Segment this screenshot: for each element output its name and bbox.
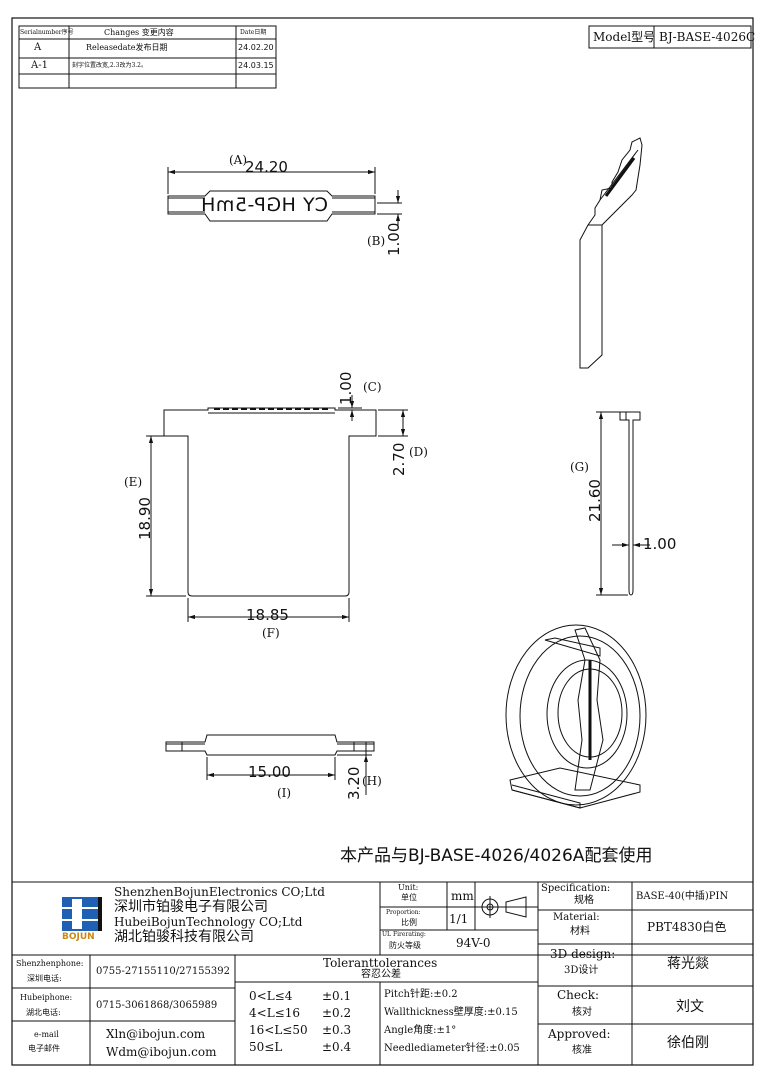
email-label-cn: 电子邮件 [28,1044,60,1053]
email-1[interactable]: Xln@ibojun.com [106,1027,206,1041]
hb-phone: 0715-3061868/3065989 [96,1000,218,1011]
dim-e-value: 18.90 [136,497,154,540]
dim-a-value: 24.20 [245,158,288,176]
title-block-grid [12,881,753,1065]
dim-b-value: 1.00 [385,222,403,256]
rev-header-date: Date日期 [240,29,267,36]
approved-value: 徐伯刚 [667,1035,709,1051]
dim-h-value: 3.20 [345,766,363,800]
material-label-cn: 材料 [570,926,590,937]
email-label: e-mail [34,1030,59,1039]
spec-value: BASE-40(中插)PIN [636,891,729,902]
check-label: Check: [557,988,600,1002]
pitch-tolerance: Pitch针距:±0.2 [384,989,458,1000]
tol-value-2: ±0.2 [322,1006,352,1020]
design-label-cn: 3D设计 [564,965,599,976]
unit-label: Unit: [398,883,419,892]
angle-tolerance: Angle角度:±1° [384,1025,457,1036]
company-en-2: HubeiBojunTechnology CO;Ltd [114,915,303,929]
sz-phone-label: Shenzhenphone: [16,959,84,968]
company-cn-2: 湖北铂骏科技有限公司 [114,929,254,945]
ul-label-cn: 防火等级 [389,941,421,950]
dim-f-tag: (F) [262,626,280,640]
ul-label: UL Firerating: [382,931,426,938]
material-value: PBT4830白色 [647,920,727,934]
sz-phone-label-cn: 深圳电话: [27,974,62,983]
dim-g-value: 21.60 [586,479,604,522]
tolerance-title: Toleranttolerances [323,956,438,970]
bojun-logo-icon [62,897,102,931]
company-cn-1: 深圳市铂骏电子有限公司 [114,899,268,915]
dim-a-tag: (A) [229,153,248,167]
rev-header-changes: Changes 变更内容 [104,28,174,37]
ul-value: 94V-0 [456,936,491,950]
dim-i-tag: (I) [277,786,292,800]
tol-range-1: 0<L≤4 [249,989,293,1003]
tol-value-1: ±0.1 [322,989,352,1003]
tolerance-title-cn: 容忍公差 [361,969,401,980]
dim-d-tag: (D) [409,445,428,459]
approved-label-cn: 核准 [572,1045,592,1056]
rev-row-2-change: 刻字位置改宽,2.3改为3.2。 [72,62,147,69]
tol-value-3: ±0.3 [322,1023,352,1037]
spec-label: Specification: [541,883,611,894]
tol-value-4: ±0.4 [322,1040,352,1054]
compatibility-note: 本产品与BJ-BASE-4026/4026A配套使用 [340,846,653,866]
sz-phone: 0755-27155110/27155392 [96,966,230,977]
dim-c-value: 1.00 [337,371,355,405]
company-en-1: ShenzhenBojunElectronics CO;Ltd [114,885,325,899]
logo-wordmark: BOJUN [62,932,95,942]
approved-label: Approved: [548,1027,611,1041]
rev-header-serial: Serialnumber序号 [20,29,74,36]
dim-i-value: 15.00 [248,763,291,781]
isometric-assembly-view [505,624,647,809]
dim-g-tag: (G) [570,460,589,474]
dim-e-tag: (E) [124,475,143,489]
tol-range-3: 16<L≤50 [249,1023,308,1037]
material-label: Material: [553,912,600,923]
wall-tolerance: Wallthickness壁厚度:±0.15 [384,1007,518,1018]
dim-b-tag: (B) [367,234,386,248]
spec-label-cn: 规格 [574,895,594,906]
dim-pin-value: 1.00 [643,535,677,553]
unit-value: mm [451,889,474,903]
email-2[interactable]: Wdm@ibojun.com [106,1045,217,1059]
dim-c-tag: (C) [363,380,382,394]
tol-range-2: 4<L≤16 [249,1006,300,1020]
needle-tolerance: Needlediameter针径:±0.05 [384,1043,520,1054]
model-value: BJ-BASE-4026C [659,30,756,44]
engraving-text: CY HGP-5mH [200,194,328,216]
hb-phone-label: Hubeiphone: [20,993,73,1002]
proportion-value: 1/1 [449,912,469,926]
tol-range-4: 50≤L [249,1040,283,1054]
proportion-label: Proportion: [386,909,421,916]
side-view [596,411,650,596]
isometric-base-view [579,137,643,369]
rev-row-2-date: 24.03.15 [238,61,274,70]
proportion-label-cn: 比例 [401,918,417,927]
bottom-view [165,734,375,795]
check-label-cn: 核对 [572,1007,592,1018]
hb-phone-label-cn: 湖北电话: [26,1008,61,1017]
rev-row-2-serial: A-1 [31,60,48,71]
dim-d-value: 2.70 [390,442,408,476]
front-view [146,395,408,622]
design-value: 蒋光燚 [667,956,709,972]
rev-row-1-change: Releasedate发布日期 [86,43,168,52]
model-label: Model型号 [593,30,656,44]
top-view [167,167,402,228]
rev-row-1-date: 24.02.20 [238,43,274,52]
design-label: 3D design: [550,947,616,961]
check-value: 刘文 [676,999,704,1015]
dim-f-value: 18.85 [246,606,289,624]
unit-label-cn: 单位 [401,893,417,902]
dim-h-tag: (H) [362,774,382,788]
rev-row-1-serial: A [34,42,42,53]
